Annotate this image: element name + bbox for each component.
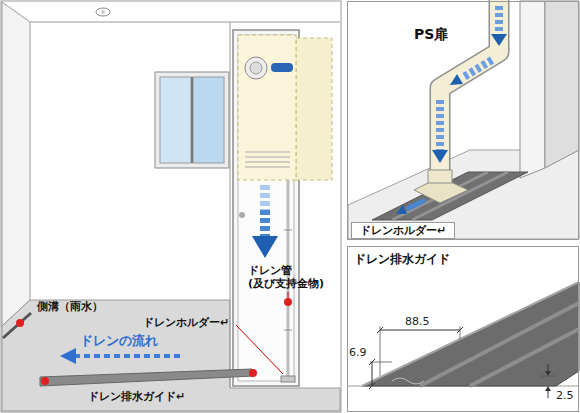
dimension-label: 88.5 (405, 315, 430, 328)
heater-outline (296, 38, 332, 180)
flow-arrow-head (396, 205, 407, 214)
guide-ridge (470, 329, 579, 386)
dimension-label: 2.5 (556, 389, 574, 402)
callout-dot (284, 298, 292, 306)
part-label: PS扉 (414, 26, 448, 42)
panel-background (347, 246, 579, 412)
wall-corner (230, 22, 231, 388)
door-frame (233, 30, 299, 386)
ceiling-light (96, 8, 110, 16)
drain-holder (428, 170, 452, 183)
callout-label: ドレンホルダー↵ (143, 316, 229, 329)
callout-label: ドレンホルダー↵ (352, 224, 454, 237)
flow-label: ドレンの流れ (80, 333, 158, 348)
dimension-label: 6.9 (349, 346, 367, 359)
extension-line (460, 326, 461, 339)
drain-guide (362, 282, 579, 386)
flow-arrow-head (450, 74, 463, 85)
wall-side (545, 1, 579, 168)
heater-fan (245, 57, 267, 79)
flow-arrow (462, 60, 492, 78)
ceiling-edge (30, 22, 340, 23)
panel-background (347, 1, 579, 240)
window-pane (160, 77, 191, 163)
ceiling-light (101, 10, 105, 14)
window-mullion (191, 77, 193, 163)
dimension-arrow (545, 371, 551, 376)
callout-label: ドレン管 (及び支持金物) (248, 264, 344, 290)
label-box: ドレンホルダー↵ (351, 222, 455, 239)
panel-frame: ドレン排水ガイド (347, 246, 579, 412)
callout-dot (41, 377, 49, 385)
door-knob (239, 212, 245, 218)
heater-body (238, 35, 296, 180)
flow-arrow (260, 185, 270, 210)
flow-arrow (407, 200, 425, 209)
guide-edge (362, 282, 579, 386)
guide-ridge (412, 172, 508, 220)
drain-pipe (440, 0, 499, 176)
window-frame (155, 72, 229, 168)
extension-line (380, 326, 381, 376)
panel-heading: ドレン排水ガイド (354, 252, 450, 266)
guide-profile (392, 378, 424, 384)
extension-line (370, 362, 392, 363)
panel-frame (1, 1, 341, 412)
drain-holder (281, 376, 295, 382)
flow-arrow-head (60, 348, 76, 364)
flow-arrow (495, 6, 503, 34)
leader-line (236, 325, 283, 374)
heater-fan (250, 62, 262, 74)
flow-arrow-head (491, 34, 507, 46)
flow-arrow (74, 354, 180, 358)
dimension-arrow (545, 386, 551, 391)
callout-label: ドレン排水ガイド↵ (88, 390, 185, 403)
dimension-line (372, 362, 373, 386)
flow-arrow-head (432, 150, 448, 163)
heater-logo (271, 63, 293, 72)
callout-dot (249, 369, 257, 377)
flow-arrow (260, 210, 270, 236)
flow-arrow (436, 100, 444, 150)
drain-guide (40, 369, 254, 386)
flow-arrow-head (252, 236, 278, 258)
dimension-tick (369, 359, 375, 389)
wall-face (520, 1, 545, 178)
window-pane (193, 77, 224, 163)
guide-ridge (420, 303, 579, 386)
dimension-line (380, 330, 460, 331)
callout-dot (16, 319, 24, 327)
drain-pipe (440, 0, 499, 176)
side-gutter (3, 313, 31, 338)
heater-vent (245, 152, 290, 167)
callout-label: 側溝（雨水） (37, 300, 103, 313)
side-wall (2, 2, 30, 326)
panel-frame: PS扉ドレンホルダー↵ (347, 1, 579, 240)
